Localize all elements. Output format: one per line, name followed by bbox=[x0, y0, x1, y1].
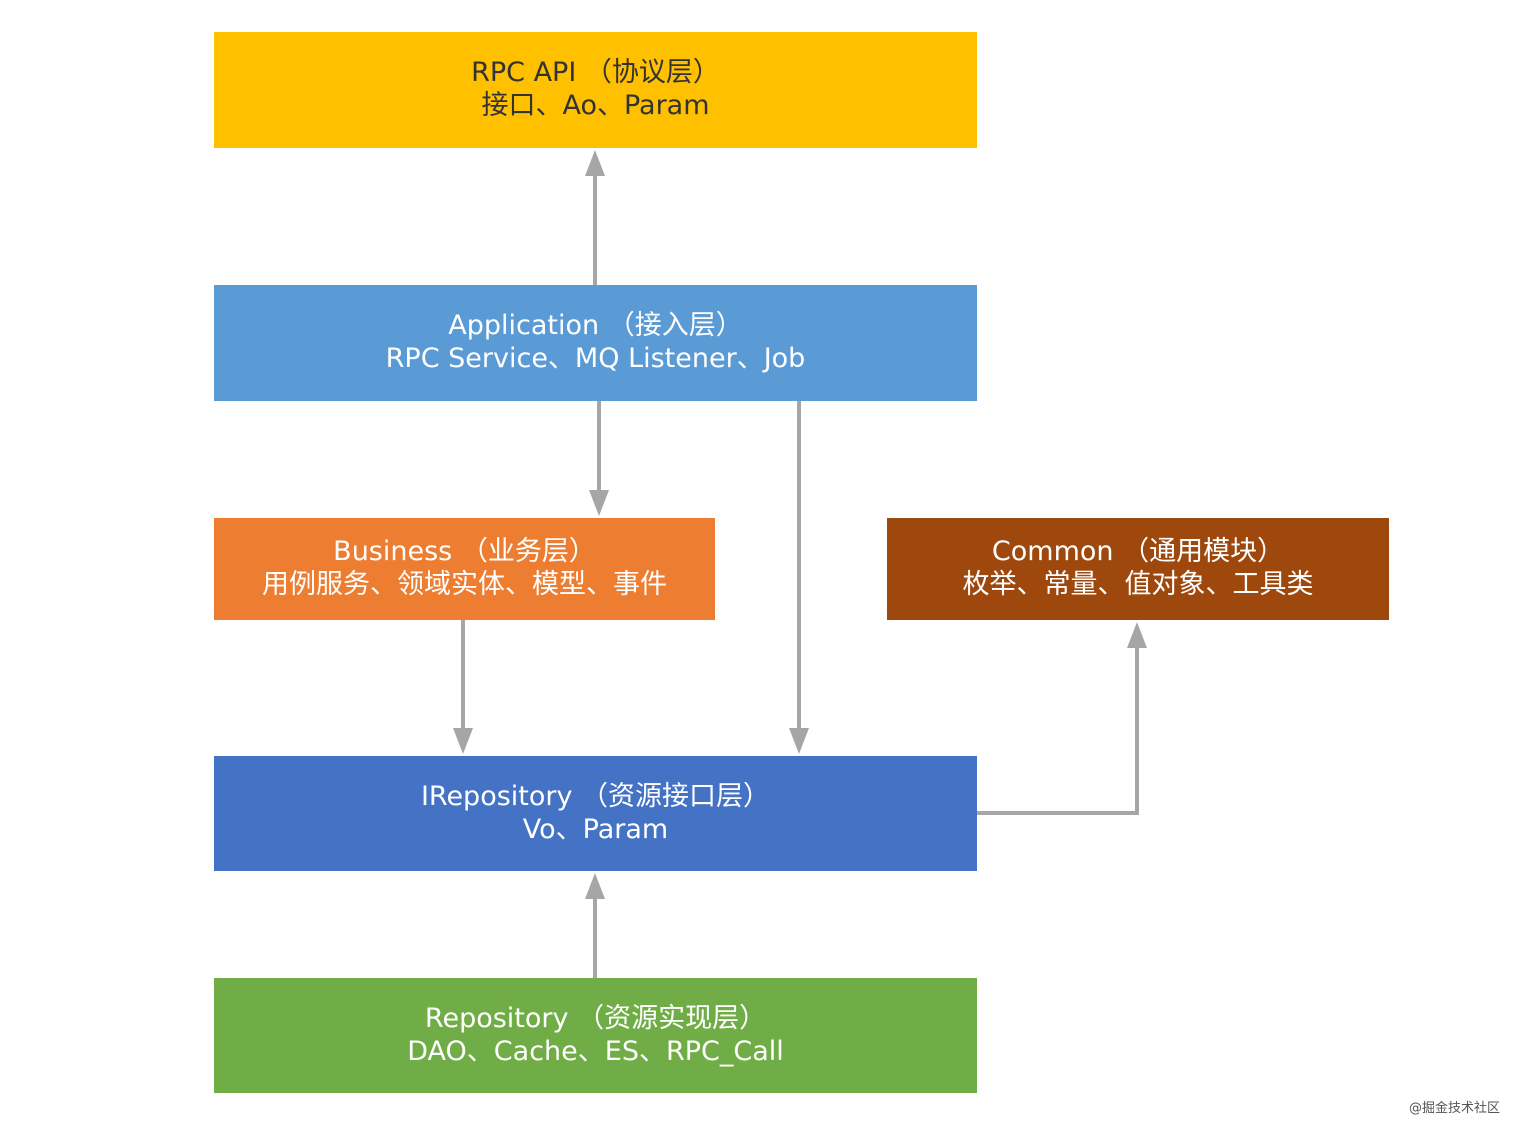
application-layer-box: Application （接入层） RPC Service、MQ Listene… bbox=[214, 285, 977, 401]
irepository-layer-detail: Vo、Param bbox=[522, 813, 669, 845]
common-module-box: Common （通用模块） 枚举、常量、值对象、工具类 bbox=[887, 518, 1389, 620]
common-module-detail: 枚举、常量、值对象、工具类 bbox=[962, 569, 1314, 600]
repository-layer-title: Repository （资源实现层） bbox=[424, 1002, 767, 1034]
application-layer-title: Application （接入层） bbox=[448, 310, 743, 342]
arrow-business-to-irepository bbox=[453, 620, 473, 754]
application-layer-detail: RPC Service、MQ Listener、Job bbox=[385, 343, 806, 374]
arrow-repository-to-irepository bbox=[585, 873, 605, 978]
watermark: @掘金技术社区 bbox=[1408, 1101, 1500, 1116]
business-layer-detail: 用例服务、领域实体、模型、事件 bbox=[262, 569, 667, 600]
arrow-application-to-irepository bbox=[789, 401, 809, 754]
common-module-title: Common （通用模块） bbox=[991, 536, 1285, 568]
repository-layer-box: Repository （资源实现层） DAO、Cache、ES、RPC_Call bbox=[214, 978, 977, 1093]
rpc-api-layer-title: RPC API （协议层） bbox=[471, 57, 720, 89]
rpc-api-layer-box: RPC API （协议层） 接口、Ao、Param bbox=[214, 32, 977, 148]
rpc-api-layer-detail: 接口、Ao、Param bbox=[481, 90, 710, 121]
arrow-application-to-rpc-api bbox=[585, 150, 605, 285]
business-layer-title: Business （业务层） bbox=[333, 536, 596, 568]
repository-layer-detail: DAO、Cache、ES、RPC_Call bbox=[407, 1035, 784, 1067]
irepository-layer-title: IRepository （资源接口层） bbox=[420, 780, 771, 812]
arrow-application-to-business bbox=[589, 401, 609, 516]
business-layer-box: Business （业务层） 用例服务、领域实体、模型、事件 bbox=[214, 518, 715, 620]
arrow-irepository-to-common bbox=[977, 622, 1147, 815]
irepository-layer-box: IRepository （资源接口层） Vo、Param bbox=[214, 756, 977, 871]
